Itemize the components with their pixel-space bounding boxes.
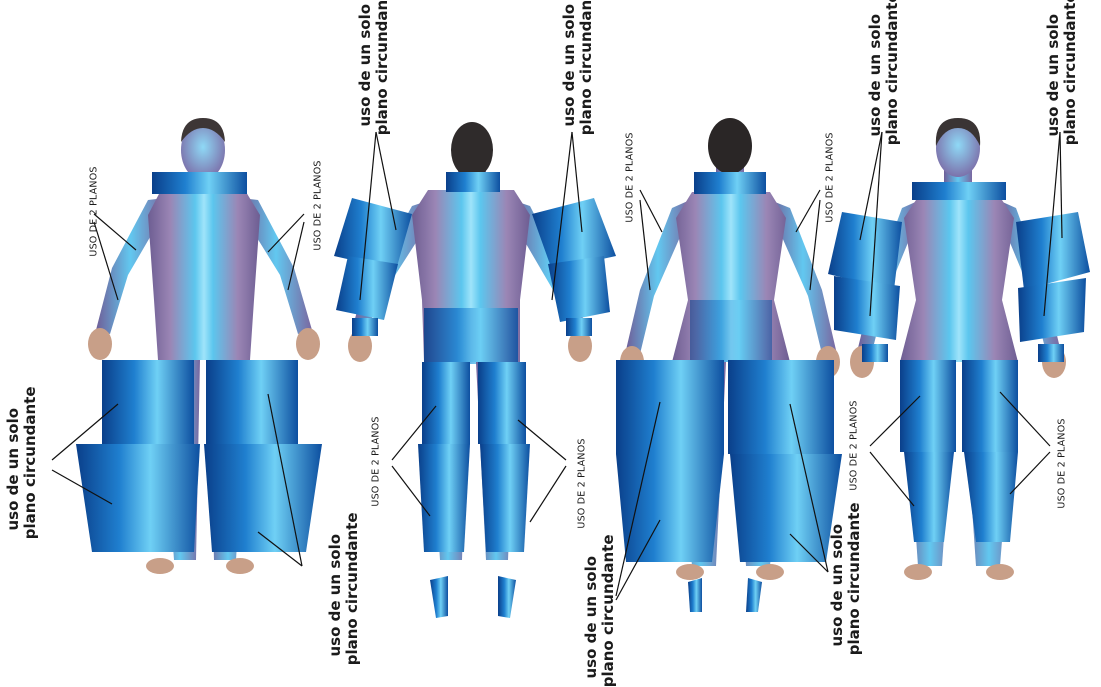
- label-single-plane: uso de un solo plano circundante: [829, 515, 864, 655]
- upper-arm-plane-right: [1016, 212, 1090, 290]
- thigh-plane-right: [206, 360, 298, 446]
- shin-plane-left: [76, 444, 200, 552]
- torso: [900, 194, 1018, 362]
- right-hand: [296, 328, 320, 360]
- label-line-2: plano circundante: [846, 515, 863, 655]
- label-line-1: uso de un solo: [829, 515, 846, 655]
- label-line-2: plano circundante: [600, 547, 617, 687]
- neck-plane: [694, 172, 766, 194]
- label-single-plane: uso de un solo plano circundante: [867, 5, 902, 145]
- label-two-planes: USO DE 2 PLANOS: [626, 122, 637, 232]
- forearm-plane-left: [834, 276, 900, 340]
- thigh-plane-left: [422, 362, 470, 444]
- forearm-plane-right: [548, 256, 610, 322]
- thigh-plane-right: [478, 362, 526, 444]
- hip-plane: [690, 300, 772, 362]
- label-two-planes: USO DE 2 PLANOS: [578, 428, 589, 538]
- label-single-plane: uso de un solo plano circundante: [1045, 5, 1080, 145]
- left-foot: [904, 564, 932, 580]
- shin-plane-left: [616, 454, 724, 562]
- foot-plane-right: [498, 576, 516, 618]
- wrist-plane-right: [1038, 344, 1064, 362]
- label-line-1: uso de un solo: [867, 5, 884, 145]
- forearm-plane-left: [336, 256, 398, 320]
- wrist-plane-left: [352, 318, 378, 336]
- neck-plane: [446, 172, 500, 192]
- hip-plane: [424, 308, 518, 364]
- label-single-plane: uso de un solo plano circundante: [583, 547, 618, 687]
- label-line-2: plano circundante: [884, 5, 901, 145]
- label-single-plane: uso de un solo plano circundante: [327, 525, 362, 665]
- label-line-2: plano circundante: [344, 525, 361, 665]
- thigh-plane-left: [900, 360, 956, 452]
- thigh-plane-right: [962, 360, 1018, 452]
- label-two-planes: USO DE 2 PLANOS: [850, 390, 861, 500]
- foot-plane-right: [746, 578, 762, 612]
- label-line-1: uso de un solo: [327, 525, 344, 665]
- label-line-2: plano circundante: [578, 0, 595, 135]
- forearm-plane-right: [1018, 278, 1086, 342]
- neck-plane: [152, 172, 247, 194]
- label-line-1: uso de un solo: [357, 0, 374, 135]
- label-two-planes: USO DE 2 PLANOS: [826, 122, 837, 232]
- figure-female-back: [616, 118, 842, 612]
- label-single-plane: uso de un solo plano circundante: [561, 0, 596, 135]
- left-foot: [146, 558, 174, 574]
- label-single-plane: uso de un solo plano circundante: [357, 0, 392, 135]
- label-single-plane: uso de un solo plano circundante: [5, 399, 40, 539]
- label-line-1: uso de un solo: [583, 547, 600, 687]
- shin-plane-left: [418, 444, 470, 552]
- right-foot: [756, 564, 784, 580]
- shin-plane-right: [964, 452, 1018, 542]
- thigh-plane-left: [616, 360, 724, 454]
- right-foot: [986, 564, 1014, 580]
- label-line-1: uso de un solo: [1045, 5, 1062, 145]
- label-line-2: plano circundante: [22, 399, 39, 539]
- left-hand: [88, 328, 112, 360]
- shin-plane-right: [480, 444, 530, 552]
- thigh-plane-left: [102, 360, 194, 446]
- label-two-planes: USO DE 2 PLANOS: [90, 156, 101, 266]
- label-line-1: uso de un solo: [5, 399, 22, 539]
- shin-plane-right: [730, 454, 842, 562]
- label-two-planes: USO DE 2 PLANOS: [1058, 408, 1069, 518]
- figure-male-back: [334, 122, 616, 618]
- torso: [148, 192, 260, 360]
- foot-plane-left: [430, 576, 448, 618]
- wrist-plane-left: [862, 344, 888, 362]
- label-line-1: uso de un solo: [561, 0, 578, 135]
- label-line-2: plano circundante: [1062, 5, 1079, 145]
- foot-plane-left: [688, 578, 702, 612]
- figure-female-front: [828, 118, 1090, 580]
- right-foot: [226, 558, 254, 574]
- head: [451, 122, 493, 178]
- left-foot: [676, 564, 704, 580]
- label-line-2: plano circundante: [374, 0, 391, 135]
- neck-plane: [912, 182, 1006, 200]
- label-two-planes: USO DE 2 PLANOS: [372, 406, 383, 516]
- shin-plane-left: [904, 452, 954, 542]
- thigh-plane-right: [728, 360, 834, 454]
- wrist-plane-right: [566, 318, 592, 336]
- label-two-planes: USO DE 2 PLANOS: [314, 150, 325, 260]
- head: [708, 118, 752, 174]
